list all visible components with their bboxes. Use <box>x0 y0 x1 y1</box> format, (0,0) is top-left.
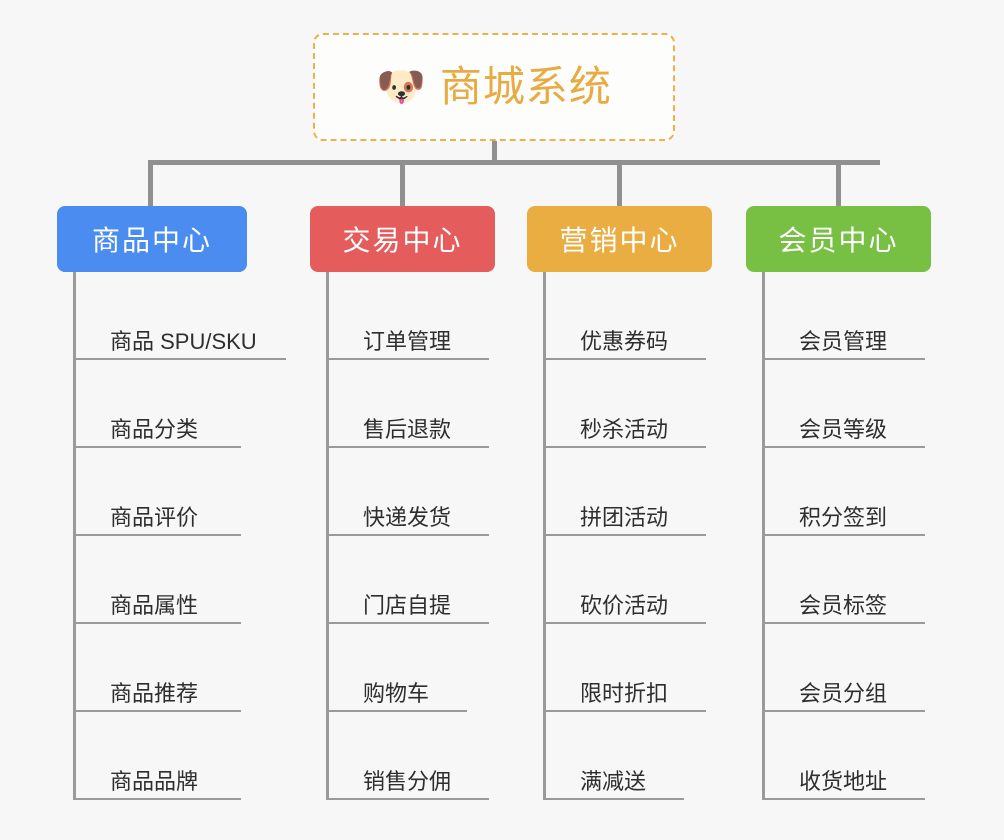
leaf-item-label: 优惠券码 <box>580 328 669 354</box>
root-title: 商城系统 <box>439 63 612 110</box>
leaf-item[interactable]: 拼团活动 <box>546 448 712 536</box>
category-column-3: 营销中心优惠券码秒杀活动拼团活动砍价活动限时折扣满减送 <box>527 206 712 800</box>
leaf-item-label: 商品品牌 <box>110 768 199 794</box>
leaf-item-underline <box>329 710 467 712</box>
leaf-item[interactable]: 商品分类 <box>76 360 247 448</box>
leaf-item[interactable]: 销售分佣 <box>329 712 495 800</box>
leaf-item-label: 商品分类 <box>110 416 199 442</box>
leaf-item-underline <box>76 358 286 360</box>
leaf-item[interactable]: 商品推荐 <box>76 624 247 712</box>
connector-root-stem <box>492 141 497 165</box>
leaf-item[interactable]: 商品属性 <box>76 536 247 624</box>
leaf-item-underline <box>546 534 706 536</box>
leaf-item-label: 商品属性 <box>110 592 199 618</box>
leaf-item-underline <box>546 446 706 448</box>
connector-drop-2 <box>400 160 405 206</box>
leaf-item-label: 会员标签 <box>799 592 888 618</box>
leaf-item-underline <box>329 798 489 800</box>
leaf-item[interactable]: 会员等级 <box>765 360 931 448</box>
category-header-label: 商品中心 <box>91 225 212 256</box>
dog-face-icon: 🐶 <box>376 65 426 109</box>
leaf-item-underline <box>765 622 925 624</box>
category-header-label: 交易中心 <box>342 225 463 256</box>
leaf-item-label: 购物车 <box>363 680 430 706</box>
leaf-item-label: 销售分佣 <box>363 768 452 794</box>
leaf-item-underline <box>765 710 925 712</box>
category-column-2: 交易中心订单管理售后退款快递发货门店自提购物车销售分佣 <box>310 206 495 800</box>
leaf-item-label: 商品评价 <box>110 504 199 530</box>
leaf-item-underline <box>546 622 706 624</box>
connector-horizontal-bus <box>148 160 880 165</box>
leaf-item[interactable]: 商品品牌 <box>76 712 247 800</box>
leaf-item-label: 限时折扣 <box>580 680 669 706</box>
leaf-item-label: 商品 SPU/SKU <box>110 328 257 354</box>
category-column-4: 会员中心会员管理会员等级积分签到会员标签会员分组收货地址 <box>746 206 931 800</box>
category-header-4[interactable]: 会员中心 <box>746 206 931 272</box>
leaf-item-label: 会员管理 <box>799 328 888 354</box>
leaf-item-label: 秒杀活动 <box>580 416 669 442</box>
leaf-item[interactable]: 售后退款 <box>329 360 495 448</box>
leaf-item-label: 快递发货 <box>363 504 452 530</box>
leaf-item-underline <box>329 534 489 536</box>
leaf-item[interactable]: 积分签到 <box>765 448 931 536</box>
category-header-label: 营销中心 <box>559 225 680 256</box>
leaf-item-label: 收货地址 <box>799 768 888 794</box>
leaf-item[interactable]: 商品评价 <box>76 448 247 536</box>
leaf-item[interactable]: 限时折扣 <box>546 624 712 712</box>
leaf-item-underline <box>765 534 925 536</box>
root-node[interactable]: 🐶 商城系统 <box>313 33 675 141</box>
leaf-item-label: 门店自提 <box>363 592 452 618</box>
leaf-item[interactable]: 商品 SPU/SKU <box>76 272 286 360</box>
leaf-item[interactable]: 秒杀活动 <box>546 360 712 448</box>
leaf-item-underline <box>76 534 241 536</box>
leaf-item-underline <box>76 446 241 448</box>
leaf-item-underline <box>546 798 684 800</box>
leaf-list: 商品 SPU/SKU 商品分类商品评价商品属性商品推荐商品品牌 <box>73 272 286 800</box>
leaf-item-label: 订单管理 <box>363 328 452 354</box>
leaf-item-underline <box>765 446 925 448</box>
leaf-item-label: 砍价活动 <box>580 592 669 618</box>
leaf-item-underline <box>546 358 706 360</box>
leaf-item[interactable]: 收货地址 <box>765 712 931 800</box>
leaf-item[interactable]: 会员管理 <box>765 272 931 360</box>
leaf-item[interactable]: 满减送 <box>546 712 712 800</box>
leaf-item[interactable]: 砍价活动 <box>546 536 712 624</box>
leaf-item-underline <box>546 710 706 712</box>
leaf-item-label: 满减送 <box>580 768 647 794</box>
leaf-list: 优惠券码秒杀活动拼团活动砍价活动限时折扣满减送 <box>543 272 712 800</box>
connector-drop-4 <box>836 160 841 206</box>
leaf-item-underline <box>76 710 241 712</box>
leaf-item[interactable]: 门店自提 <box>329 536 495 624</box>
leaf-item[interactable]: 快递发货 <box>329 448 495 536</box>
leaf-list: 订单管理售后退款快递发货门店自提购物车销售分佣 <box>326 272 495 800</box>
leaf-item-underline <box>329 622 489 624</box>
connector-drop-3 <box>617 160 622 206</box>
leaf-item[interactable]: 订单管理 <box>329 272 495 360</box>
leaf-item[interactable]: 优惠券码 <box>546 272 712 360</box>
leaf-item-underline <box>765 798 925 800</box>
leaf-item-underline <box>76 622 241 624</box>
category-header-2[interactable]: 交易中心 <box>310 206 495 272</box>
leaf-item-label: 会员分组 <box>799 680 888 706</box>
leaf-item-underline <box>329 446 489 448</box>
category-column-1: 商品中心商品 SPU/SKU 商品分类商品评价商品属性商品推荐商品品牌 <box>57 206 286 800</box>
leaf-item-label: 积分签到 <box>799 504 888 530</box>
category-header-label: 会员中心 <box>778 225 899 256</box>
leaf-item-label: 商品推荐 <box>110 680 199 706</box>
leaf-item-label: 会员等级 <box>799 416 888 442</box>
leaf-item-underline <box>329 358 489 360</box>
connector-drop-1 <box>148 160 153 206</box>
leaf-list: 会员管理会员等级积分签到会员标签会员分组收货地址 <box>762 272 931 800</box>
leaf-item-underline <box>76 798 241 800</box>
leaf-item[interactable]: 购物车 <box>329 624 495 712</box>
leaf-item-label: 售后退款 <box>363 416 452 442</box>
category-header-1[interactable]: 商品中心 <box>57 206 247 272</box>
leaf-item-underline <box>765 358 925 360</box>
leaf-item[interactable]: 会员分组 <box>765 624 931 712</box>
leaf-item-label: 拼团活动 <box>580 504 669 530</box>
category-header-3[interactable]: 营销中心 <box>527 206 712 272</box>
leaf-item[interactable]: 会员标签 <box>765 536 931 624</box>
